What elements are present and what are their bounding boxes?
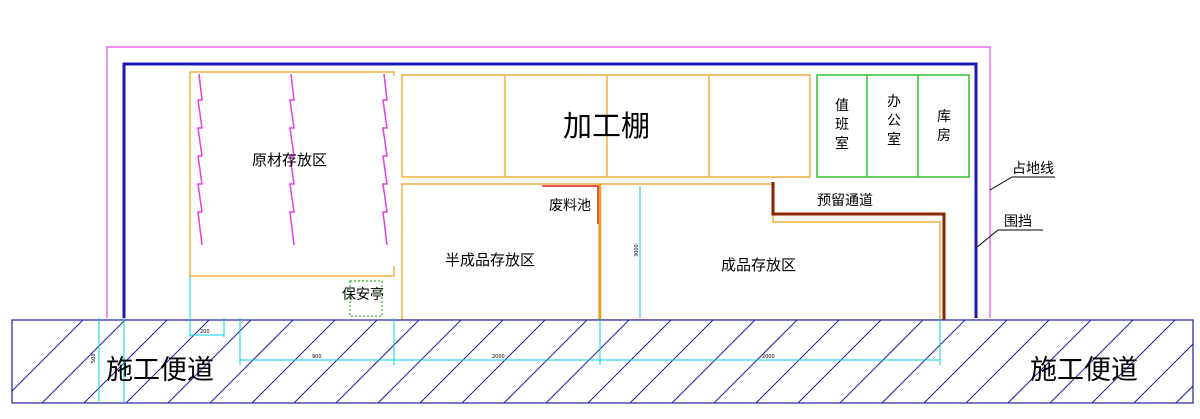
hatch-line [1007, 320, 1092, 403]
dim-text: 500 [91, 353, 97, 363]
svg-text:室: 室 [887, 131, 901, 148]
svg-text:房: 房 [937, 128, 951, 144]
hatch-line [1175, 385, 1193, 403]
hatch-line [377, 320, 462, 403]
rooms-block [816, 74, 970, 178]
hatch-line [335, 320, 420, 403]
enclosure-label: 围挡 [1004, 214, 1032, 230]
waste-pool-border [542, 185, 599, 224]
rebar-stack [197, 73, 203, 246]
raw-material-area-border [189, 71, 395, 277]
hatch-line [209, 320, 294, 403]
enclosure-wall [122, 62, 978, 318]
hatch-line [1049, 320, 1134, 403]
dim-text: 3000 [634, 244, 640, 257]
reserved-passage-label: 预留通道 [817, 193, 873, 209]
svg-text:公: 公 [887, 113, 901, 129]
hatch-line [629, 320, 714, 403]
enclosure-leader [975, 229, 1043, 249]
hatch-line [251, 320, 336, 403]
svg-text:库: 库 [937, 109, 951, 125]
hatch-line [923, 320, 1008, 403]
semi-finished-area-label: 半成品存放区 [445, 251, 535, 269]
hatch-line [1133, 343, 1193, 403]
raw-material-area-label: 原材存放区 [252, 151, 327, 169]
finished-area-label: 成品存放区 [721, 256, 796, 274]
processing-shed [401, 74, 811, 178]
hatch-line [713, 320, 798, 403]
hatch-line [965, 320, 1050, 403]
waste-pool-label: 废料池 [549, 198, 591, 214]
hatch-line [293, 320, 378, 403]
dim-text: 200 [200, 329, 210, 335]
road-hatching [12, 320, 1193, 403]
warehouse-label: 库 房 [937, 109, 951, 144]
guard-booth [349, 280, 383, 317]
hatch-line [755, 320, 840, 403]
hatch-line [797, 320, 882, 403]
dimension-values: 200 900 2000 2000 500 3000 [91, 244, 775, 363]
hatch-line [41, 320, 126, 403]
svg-text:办: 办 [887, 94, 901, 110]
dim-text: 2000 [492, 354, 505, 360]
hatch-line [545, 320, 630, 403]
hatch-line [83, 320, 168, 403]
hatch-line [125, 320, 210, 403]
svg-text:室: 室 [835, 135, 849, 152]
finished-area-border [599, 183, 941, 321]
hatch-line [1091, 320, 1176, 403]
road-label-left: 施工便道 [106, 355, 214, 386]
guard-booth-label: 保安亭 [342, 286, 384, 303]
site-boundary-leader [989, 176, 1055, 191]
site-boundary-label: 占地线 [1012, 161, 1054, 177]
rebar-stack [382, 73, 388, 246]
svg-text:班: 班 [835, 117, 849, 133]
road-label-right: 施工便道 [1030, 355, 1138, 386]
hatch-line [881, 320, 966, 403]
hatch-line [671, 320, 756, 403]
site-boundary-line [106, 46, 991, 318]
hatch-line [587, 320, 672, 403]
svg-text:值: 值 [835, 98, 849, 114]
hatch-line [167, 320, 252, 403]
hatch-line [419, 320, 504, 403]
dim-text: 2000 [762, 354, 775, 360]
duty-room-label: 值 班 室 [835, 98, 849, 152]
hatch-line [12, 320, 84, 392]
hatch-line [461, 320, 546, 403]
rebar-stack [289, 73, 295, 246]
office-label: 办 公 室 [887, 94, 901, 148]
rebar-stacks [197, 73, 388, 246]
processing-shed-label: 加工棚 [563, 109, 650, 143]
dimension-lines [98, 186, 941, 403]
dim-text: 900 [312, 354, 322, 360]
hatch-line [503, 320, 588, 403]
hatch-line [839, 320, 924, 403]
